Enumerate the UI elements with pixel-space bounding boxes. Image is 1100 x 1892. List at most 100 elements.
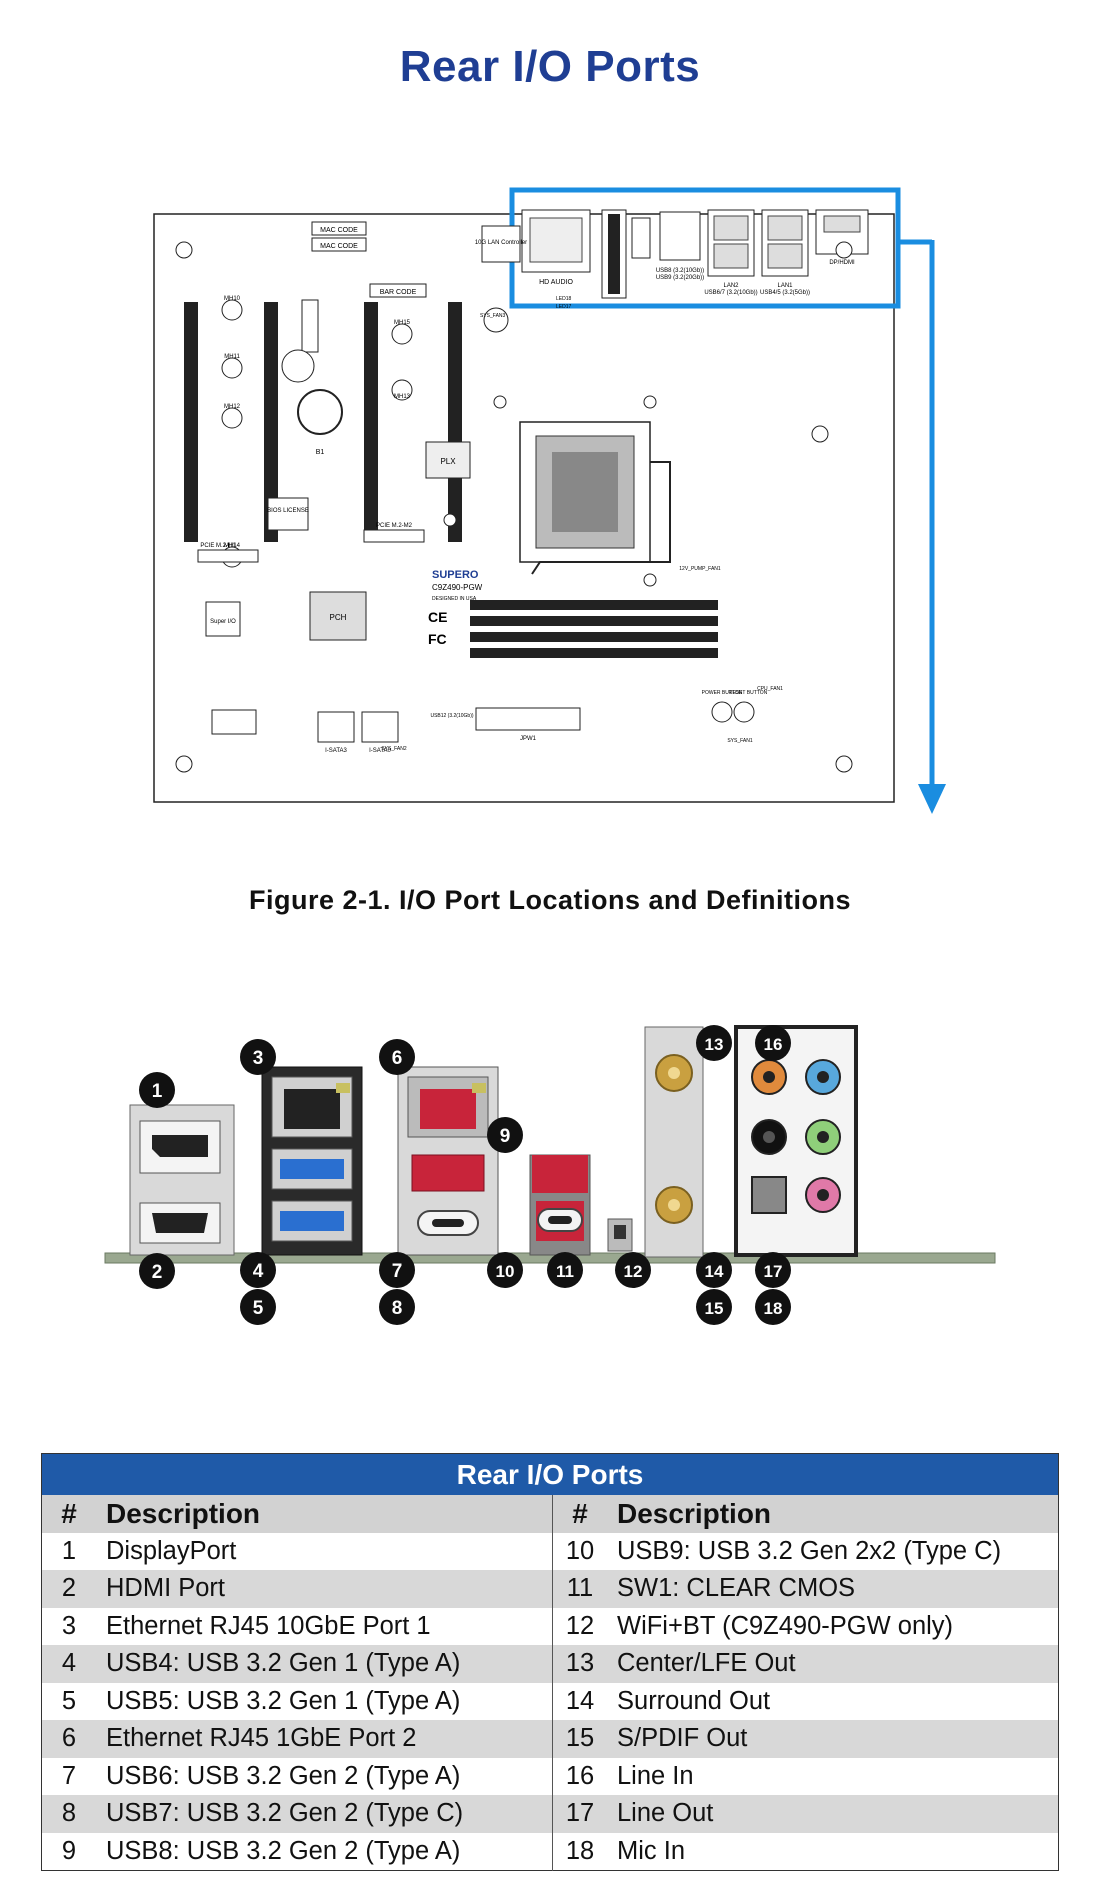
svg-text:CPU_FAN1: CPU_FAN1 <box>757 686 783 692</box>
svg-text:LED18: LED18 <box>556 296 572 302</box>
col-header-desc-left: Description <box>96 1495 553 1533</box>
brand-label: SUPERO <box>432 569 479 581</box>
callout-8: 8 <box>379 1289 415 1325</box>
svg-text:12: 12 <box>624 1262 643 1281</box>
svg-text:1: 1 <box>152 1081 163 1102</box>
down-arrow-icon <box>918 784 946 814</box>
col-header-desc-right: Description <box>607 1495 1059 1533</box>
lan-controller-label: 10G LAN Controller <box>475 240 527 246</box>
svg-text:8: 8 <box>392 1298 403 1319</box>
rear-io-table: Rear I/O Ports # Description # Descripti… <box>41 1453 1059 1871</box>
svg-text:B1: B1 <box>316 449 325 456</box>
svg-text:MH12: MH12 <box>224 404 241 410</box>
hd-audio-label: HD AUDIO <box>539 279 573 286</box>
callout-11: 11 <box>547 1252 583 1288</box>
mac-code-label: MAC CODE <box>320 227 358 234</box>
svg-text:MH14: MH14 <box>224 543 241 549</box>
svg-text:BIOS LICENSE: BIOS LICENSE <box>267 508 309 514</box>
table-row: 6 Ethernet RJ45 1GbE Port 2 15 S/PDIF Ou… <box>41 1720 1059 1758</box>
svg-text:18: 18 <box>764 1299 783 1318</box>
callout-16: 16 <box>755 1025 791 1061</box>
svg-text:POWER BUTTON: POWER BUTTON <box>702 690 743 696</box>
svg-text:17: 17 <box>764 1262 783 1281</box>
svg-text:LAN1: LAN1 <box>777 283 793 289</box>
svg-text:USB8 (3.2(10Gb)): USB8 (3.2(10Gb)) <box>656 268 704 274</box>
svg-text:5: 5 <box>253 1298 264 1319</box>
svg-text:MH15: MH15 <box>394 320 411 326</box>
svg-text:7: 7 <box>392 1261 403 1282</box>
svg-text:MH11: MH11 <box>224 354 240 360</box>
table-row: 9 USB8: USB 3.2 Gen 2 (Type A) 18 Mic In <box>42 1832 1059 1871</box>
callout-15: 15 <box>696 1289 732 1325</box>
fc-mark: FC <box>428 631 447 647</box>
table-row: 2 HDMI Port 11 SW1: CLEAR CMOS <box>41 1570 1059 1608</box>
callout-3: 3 <box>240 1039 276 1075</box>
svg-text:10: 10 <box>496 1262 515 1281</box>
callout-4: 4 <box>240 1252 276 1288</box>
svg-text:USB4/5 (3.2(5Gb)): USB4/5 (3.2(5Gb)) <box>760 290 810 296</box>
svg-text:I-SATA3: I-SATA3 <box>325 748 347 754</box>
svg-text:JPW1: JPW1 <box>520 736 537 742</box>
super-io-label: Super I/O <box>210 619 236 625</box>
bar-code-label: BAR CODE <box>380 289 417 296</box>
table-row: 5 USB5: USB 3.2 Gen 1 (Type A) 14 Surrou… <box>42 1682 1059 1720</box>
callout-5: 5 <box>240 1289 276 1325</box>
col-header-num-left: # <box>41 1495 96 1533</box>
svg-text:12V_PUMP_FAN1: 12V_PUMP_FAN1 <box>679 566 721 572</box>
svg-text:SYS_FAN3: SYS_FAN3 <box>480 313 506 319</box>
svg-text:I-SATA0: I-SATA0 <box>369 748 391 754</box>
callout-14: 14 <box>696 1252 732 1288</box>
svg-text:MH13: MH13 <box>394 394 411 400</box>
svg-text:PCIE M.2-H1: PCIE M.2-H1 <box>200 543 236 549</box>
motherboard-diagram: HD AUDIO USB8 (3.2(10Gb)) USB9 (3.2(20Gb… <box>153 187 946 814</box>
svg-text:USB6/7 (3.2(10Gb)): USB6/7 (3.2(10Gb)) <box>704 290 757 296</box>
svg-text:16: 16 <box>764 1035 783 1054</box>
pch-label: PCH <box>330 613 347 622</box>
svg-text:C9Z490-PGW: C9Z490-PGW <box>432 583 483 592</box>
col-header-num-right: # <box>552 1495 607 1533</box>
callout-17: 17 <box>755 1252 791 1288</box>
ce-mark: CE <box>428 609 447 625</box>
svg-text:SYS_FAN2: SYS_FAN2 <box>381 746 407 752</box>
table-row: 4 USB4: USB 3.2 Gen 1 (Type A) 13 Center… <box>41 1645 1059 1683</box>
svg-text:13: 13 <box>705 1035 724 1054</box>
callout-12: 12 <box>615 1252 651 1288</box>
callout-18: 18 <box>755 1289 791 1325</box>
callout-10: 10 <box>487 1252 523 1288</box>
svg-text:14: 14 <box>705 1262 724 1281</box>
svg-text:DP/HDMI: DP/HDMI <box>829 260 855 266</box>
svg-text:3: 3 <box>253 1048 264 1069</box>
svg-text:2: 2 <box>152 1262 163 1283</box>
svg-text:SYS_FAN1: SYS_FAN1 <box>727 738 753 744</box>
table-row: 8 USB7: USB 3.2 Gen 2 (Type C) 17 Line O… <box>41 1795 1059 1833</box>
callout-1: 1 <box>139 1072 175 1108</box>
svg-text:USB12 (3.2(10Gb)): USB12 (3.2(10Gb)) <box>430 713 473 719</box>
plx-label: PLX <box>440 457 456 466</box>
table-title: Rear I/O Ports <box>41 1453 1059 1495</box>
table-row: 3 Ethernet RJ45 10GbE Port 1 12 WiFi+BT … <box>42 1607 1059 1645</box>
svg-text:PCIE M.2-M2: PCIE M.2-M2 <box>376 523 413 529</box>
callout-2: 2 <box>139 1253 175 1289</box>
io-panel-illustration: 1 2 3 4 5 6 7 8 9 10 11 12 13 14 15 16 1… <box>104 1025 996 1325</box>
callout-6: 6 <box>379 1039 415 1075</box>
svg-text:USB9 (3.2(20Gb)): USB9 (3.2(20Gb)) <box>656 275 704 281</box>
callout-13: 13 <box>696 1025 732 1061</box>
callout-7: 7 <box>379 1252 415 1288</box>
svg-text:4: 4 <box>253 1261 264 1282</box>
svg-text:LAN2: LAN2 <box>723 283 739 289</box>
table-header-row: # Description # Description <box>41 1495 1059 1533</box>
callout-9: 9 <box>487 1117 523 1153</box>
svg-text:9: 9 <box>500 1126 511 1147</box>
svg-text:MAC CODE: MAC CODE <box>320 243 358 250</box>
page-title: Rear I/O Ports <box>399 42 701 91</box>
svg-text:11: 11 <box>556 1262 574 1281</box>
svg-text:MH10: MH10 <box>224 296 241 302</box>
svg-text:15: 15 <box>705 1299 724 1318</box>
svg-text:6: 6 <box>392 1048 403 1069</box>
svg-text:DESIGNED IN USA: DESIGNED IN USA <box>432 596 477 602</box>
svg-text:RESET BUTTON: RESET BUTTON <box>729 690 768 696</box>
figure-caption: Figure 2-1. I/O Port Locations and Defin… <box>248 885 852 915</box>
svg-text:LED17: LED17 <box>556 304 572 310</box>
table-row: 1 DisplayPort 10 USB9: USB 3.2 Gen 2x2 (… <box>42 1532 1059 1570</box>
table-row: 7 USB6: USB 3.2 Gen 2 (Type A) 16 Line I… <box>42 1757 1059 1795</box>
